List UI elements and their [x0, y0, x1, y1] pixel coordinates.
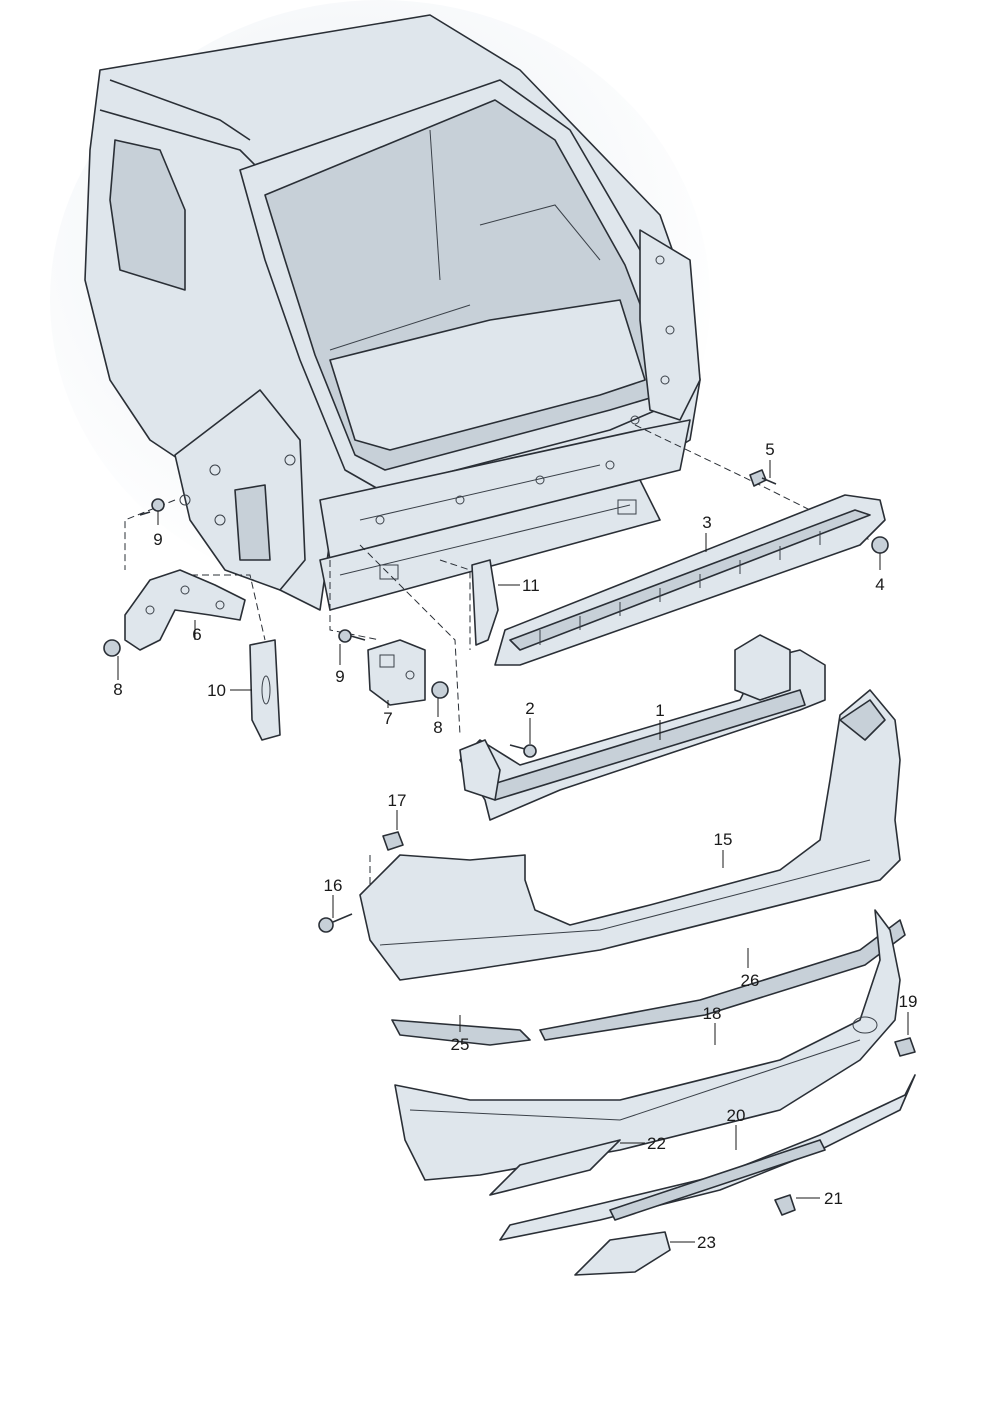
part-6-bracket [124, 569, 246, 651]
part-22-exhaust-trim [489, 1139, 621, 1196]
callout-15: 15 [714, 830, 733, 849]
callout-26: 26 [741, 971, 760, 990]
callout-8-left: 8 [113, 680, 122, 699]
callout-6: 6 [192, 625, 201, 644]
callout-23: 23 [697, 1233, 716, 1252]
callout-3: 3 [702, 513, 711, 532]
part-3-energy-absorber [494, 494, 886, 666]
part-11-holder [471, 559, 499, 646]
callout-7: 7 [383, 709, 392, 728]
callout-labels: 5 3 4 9 6 8 10 9 7 8 11 2 1 17 16 15 26 … [113, 440, 917, 1252]
part-19-bracket [894, 1037, 916, 1057]
callout-8-center: 8 [433, 718, 442, 737]
callout-20: 20 [727, 1106, 746, 1125]
callout-4: 4 [875, 575, 884, 594]
part-8-nut-center [431, 681, 449, 699]
callout-10: 10 [207, 681, 226, 700]
callout-1: 1 [655, 701, 664, 720]
callout-5: 5 [765, 440, 774, 459]
callout-9-left: 9 [153, 530, 162, 549]
callout-21: 21 [824, 1189, 843, 1208]
part-17-clip [382, 831, 404, 851]
part-1-bumper-carrier [459, 634, 826, 821]
part-15-bumper-cover [359, 689, 901, 981]
callout-16: 16 [324, 876, 343, 895]
callout-11: 11 [522, 576, 540, 595]
callout-2: 2 [525, 699, 534, 718]
part-2-bolt [509, 744, 537, 758]
callout-17: 17 [388, 791, 407, 810]
part-4-nut [871, 536, 889, 554]
part-8-nut-left [103, 639, 121, 657]
callout-18: 18 [703, 1004, 722, 1023]
part-21-clip [774, 1194, 796, 1216]
part-20-diffuser [499, 1074, 916, 1241]
part-23-exhaust-trim [574, 1231, 671, 1276]
leader-lines [117, 460, 909, 1243]
part-7-bracket [367, 639, 426, 706]
vehicle-rear-body [84, 14, 701, 611]
part-9-bolt-center [338, 629, 366, 643]
part-5-bolt [749, 469, 777, 487]
part-26-trim-strip [539, 919, 906, 1041]
part-18-lower-bumper [394, 909, 901, 1181]
callout-9-center: 9 [335, 667, 344, 686]
part-10-guide [249, 639, 281, 741]
callout-19: 19 [899, 992, 918, 1011]
part-16-bolt [318, 913, 353, 933]
callout-22: 22 [647, 1134, 666, 1153]
part-25-trim-strip [391, 1019, 531, 1046]
callout-25: 25 [451, 1035, 470, 1054]
